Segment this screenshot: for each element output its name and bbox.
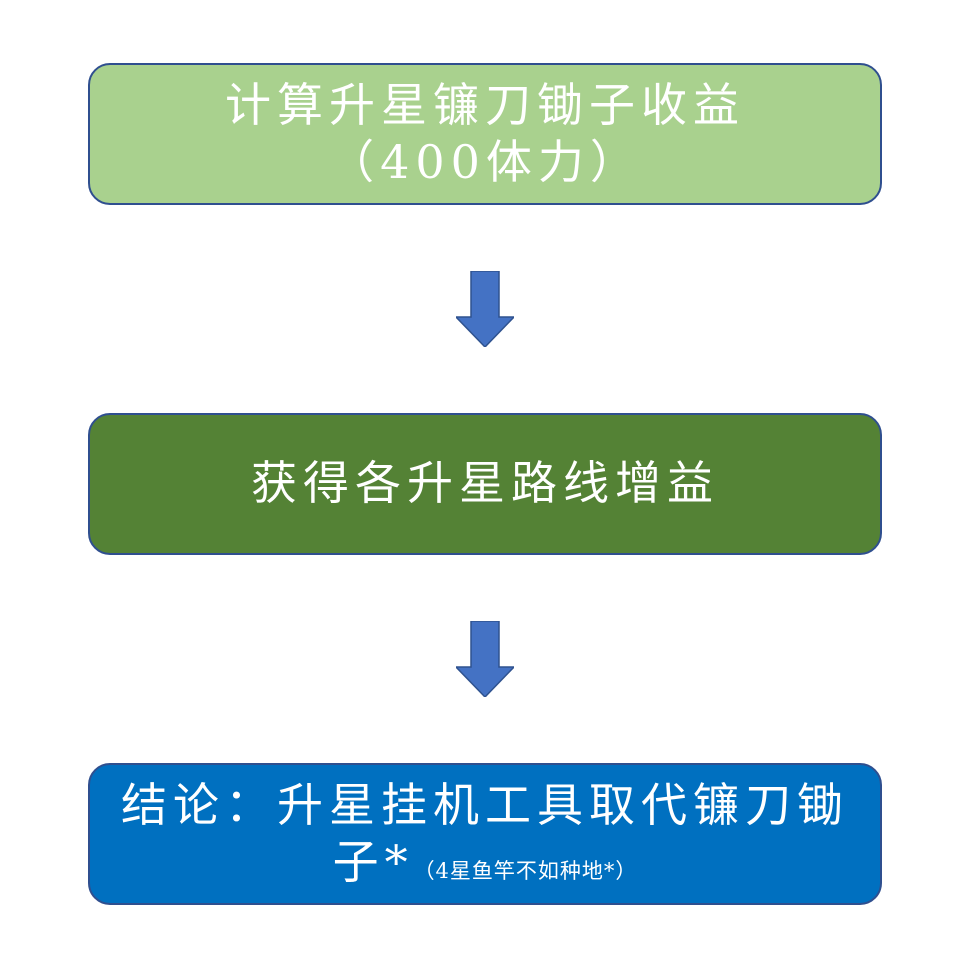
step-conclusion-title: 结论：升星挂机工具取代镰刀锄	[121, 777, 849, 832]
step-calculate-box: 计算升星镰刀锄子收益 （400体力）	[88, 63, 882, 205]
step-conclusion-box: 结论：升星挂机工具取代镰刀锄 子*（4星鱼竿不如种地*）	[88, 763, 882, 905]
step-calculate-title: 计算升星镰刀锄子收益	[225, 77, 745, 132]
down-arrow-icon	[456, 271, 514, 347]
down-arrow-icon	[456, 621, 514, 697]
step-conclusion-tail: 子*	[332, 835, 414, 889]
step-conclusion-line2: 子*（4星鱼竿不如种地*）	[333, 834, 638, 892]
step-calculate-subtitle: （400体力）	[328, 135, 642, 189]
step-conclusion-note: （4星鱼竿不如种地*）	[413, 859, 638, 883]
step-gains-box: 获得各升星路线增益	[88, 413, 882, 555]
step-gains-title: 获得各升星路线增益	[251, 456, 719, 511]
